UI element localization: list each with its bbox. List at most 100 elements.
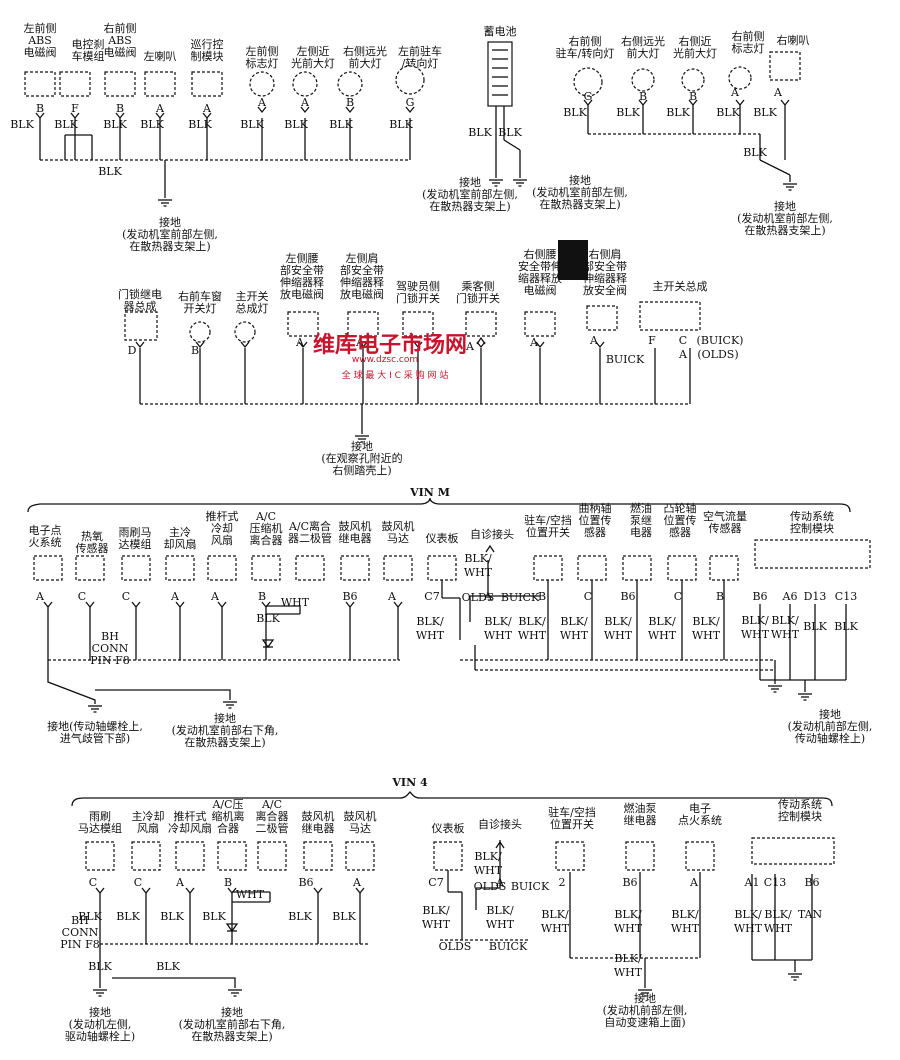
lamp-symbol [292,71,318,97]
blower-relay-label: 鼓风机 [339,519,372,533]
ground-c-label: 接地 [634,992,656,1005]
component-box [85,841,115,871]
component-box [533,555,563,581]
connector-pin [345,106,355,114]
wire [759,159,791,176]
blk-wht-label: BLK/ [484,615,512,628]
bh-conn-label: PIN F8 [60,938,100,951]
ground-c-label: 自动变速箱上面) [604,1015,685,1029]
module-box [144,71,176,97]
ac-comp-label: A/C压 [211,798,243,811]
buick-label: BUICK [489,940,528,953]
connector-pin [595,341,605,349]
wire-color-label: BLK [389,118,413,131]
lo-right2-label: 右侧近 [679,34,712,48]
blk-wht-label: BLK/ [486,904,514,917]
blk-wht-label: WHT [474,864,503,877]
lamp-symbol [395,65,425,95]
module-box [104,71,136,97]
main-fan-label: 风扇 [137,821,159,835]
wire [112,977,236,988]
olds-label: (OLDS) [697,348,738,361]
ground-icon [768,685,782,693]
maf-label: 传感器 [709,522,742,535]
ground-icon [158,199,172,207]
push-fan-label: 冷却风扇 [168,821,212,835]
cruise-label: 制模块 [191,50,224,63]
pin-label: A [202,102,212,115]
blk-wht-label: WHT [464,566,493,579]
ground-label: 接地 [159,216,181,229]
wire-color-label: BLK [116,910,140,923]
pin-label: B [36,102,44,115]
lamp-symbol [234,321,256,343]
hi-right-label: 右侧远光 [621,34,665,48]
connector-pin [300,106,310,114]
wire-color-label: BLK [188,118,212,131]
blk-wht-label: WHT [671,922,700,935]
blk-wht-label: WHT [416,629,445,642]
ignition-label: 电子点 [29,524,62,537]
cruise-label: 巡行控 [191,37,224,51]
vin-4-label: VIN 4 [391,776,428,789]
blower-motor-label: 鼓风机 [344,809,377,823]
belt-right-label: 电磁阀 [524,283,557,297]
ground-label: (发动机室前部左侧, [532,185,628,199]
connector-arrow-icon [485,544,495,553]
lamp-symbol [249,71,275,97]
fuel-relay-label: 泵继 [630,514,652,527]
lamp-symbol [728,66,752,90]
blower-relay-label: 继电器 [339,532,372,545]
pin-label: A [300,96,310,109]
hi-left-label: 左侧近 [297,45,330,58]
ground-icon [223,701,237,709]
ground-icon [798,693,812,701]
blk-wht-label: BLK/ [648,615,676,628]
wiper-label: 达模组 [119,537,152,551]
wiper-label: 雨刷 [89,810,111,823]
pin-label: B [258,590,266,603]
blk-wht-label: BLK/ [541,908,569,921]
connector-pin [476,341,486,349]
pin-label: A [210,590,220,603]
ground-b-label: (发动机室前部右下角, [172,723,279,737]
pin-label: B6 [622,876,637,889]
component-box [251,555,281,581]
maf-label: 空气流量 [703,509,747,523]
pcm-label: 控制模块 [778,809,822,823]
ground-b-label: 接地 [221,1006,243,1019]
belt-shoulder-left-label: 放电磁阀 [340,287,384,301]
pin-label: B6 [620,590,635,603]
master-lamp-label: 主开关 [236,289,269,303]
ac-comp-label: 压缩机 [250,521,283,535]
pin-label: B [224,876,232,889]
component-box [121,555,151,581]
cluster-label: 仪表板 [426,531,459,545]
hi-right-label: 前大灯 [627,46,660,60]
pin-label: A [35,590,45,603]
connector-pin [257,106,267,114]
abs-left-label: 电磁阀 [24,45,57,59]
component-box [33,555,63,581]
pin-label: C7 [424,590,439,603]
pin-label: A [465,340,475,353]
lamp-symbol [573,67,603,97]
module-box [59,71,91,97]
ac-comp-label: 缩机离 [212,809,245,823]
blk-wht-label: BLK/ [518,615,546,628]
abs-right-label: ABS [107,34,132,47]
fuel-relay-label: 电器 [630,526,652,539]
ac-diode-label: A/C离合 [288,519,331,533]
blk-wht-label: BLK/ [734,908,762,921]
olds-label: OLDS [462,591,495,604]
blower-relay-label: 鼓风机 [302,809,335,823]
switch-box [402,311,434,337]
connector-pin [195,341,205,349]
wire-color-label: BLK [563,106,587,119]
wire [95,689,231,700]
switch-box [465,311,497,337]
cmp-label: 位置传 [664,513,697,527]
ignition-label: 电子 [689,802,711,815]
belt-shoulder-left-label: 部安全带 [340,263,384,277]
